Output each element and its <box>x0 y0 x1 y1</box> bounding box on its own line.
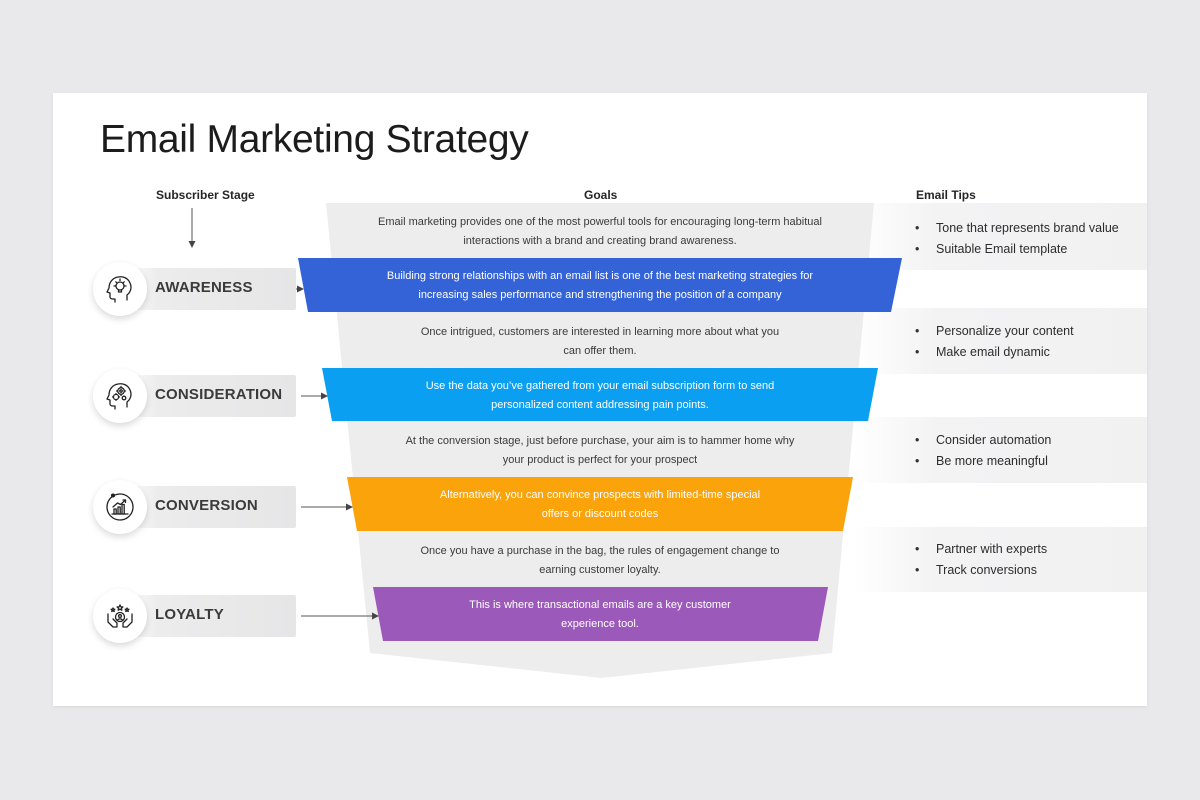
tip-item: Personalize your content <box>913 321 1074 342</box>
tip-item: Be more meaningful <box>913 451 1051 472</box>
lightbulb-head-icon <box>93 262 147 316</box>
header-goals: Goals <box>584 188 618 202</box>
goal-band-awareness-text: Building strong relationships with an em… <box>386 270 814 301</box>
band-awareness <box>298 258 902 312</box>
stage-pill <box>123 486 296 528</box>
stage-consideration: CONSIDERATION <box>93 369 298 423</box>
band-loyalty <box>373 587 828 641</box>
header-email-tips: Email Tips <box>916 188 976 202</box>
tips-consideration: Personalize your content Make email dyna… <box>913 321 1074 363</box>
tips-conversion: Consider automation Be more meaningful <box>913 430 1051 472</box>
tip-item: Make email dynamic <box>913 342 1074 363</box>
goal-band-conversion-text: Alternatively, you can convince prospect… <box>439 489 761 520</box>
tip-item: Track conversions <box>913 560 1047 581</box>
slide: Email Marketing Strategy Subscriber Stag… <box>53 93 1147 706</box>
stage-label: CONVERSION <box>155 497 258 514</box>
goal-band-consideration-text: Use the data you’ve gathered from your e… <box>425 380 775 411</box>
tip-item: Suitable Email template <box>913 239 1119 260</box>
goal-intro-awareness: Email marketing provides one of the most… <box>378 216 822 247</box>
tip-item: Tone that represents brand value <box>913 218 1119 239</box>
growth-chart-icon <box>93 480 147 534</box>
stage-label: AWARENESS <box>155 279 253 296</box>
tips-loyalty: Partner with experts Track conversions <box>913 539 1047 581</box>
funnel-graphic <box>188 203 902 678</box>
stage-pill <box>123 595 296 637</box>
goal-intro-consideration: Once intrigued, customers are interested… <box>420 326 780 357</box>
tip-item: Consider automation <box>913 430 1051 451</box>
header-subscriber-stage: Subscriber Stage <box>156 188 255 202</box>
funnel-background <box>326 203 874 678</box>
goal-intro-loyalty: Once you have a purchase in the bag, the… <box>420 545 780 576</box>
band-consideration <box>322 368 878 421</box>
stage-label: LOYALTY <box>155 606 224 623</box>
goal-intro-conversion: At the conversion stage, just before pur… <box>405 435 795 466</box>
page-title: Email Marketing Strategy <box>100 118 529 161</box>
stage-awareness: AWARENESS <box>93 262 298 316</box>
goal-band-loyalty-text: This is where transactional emails are a… <box>469 599 731 630</box>
gears-head-icon <box>93 369 147 423</box>
hands-customer-icon <box>93 589 147 643</box>
stage-label: CONSIDERATION <box>155 386 283 403</box>
band-conversion <box>347 477 853 531</box>
stage-loyalty: LOYALTY <box>93 589 298 643</box>
tips-awareness: Tone that represents brand value Suitabl… <box>913 218 1119 260</box>
stage-pill <box>123 268 296 310</box>
tip-item: Partner with experts <box>913 539 1047 560</box>
stage-conversion: CONVERSION <box>93 480 298 534</box>
stage-pill <box>123 375 296 417</box>
